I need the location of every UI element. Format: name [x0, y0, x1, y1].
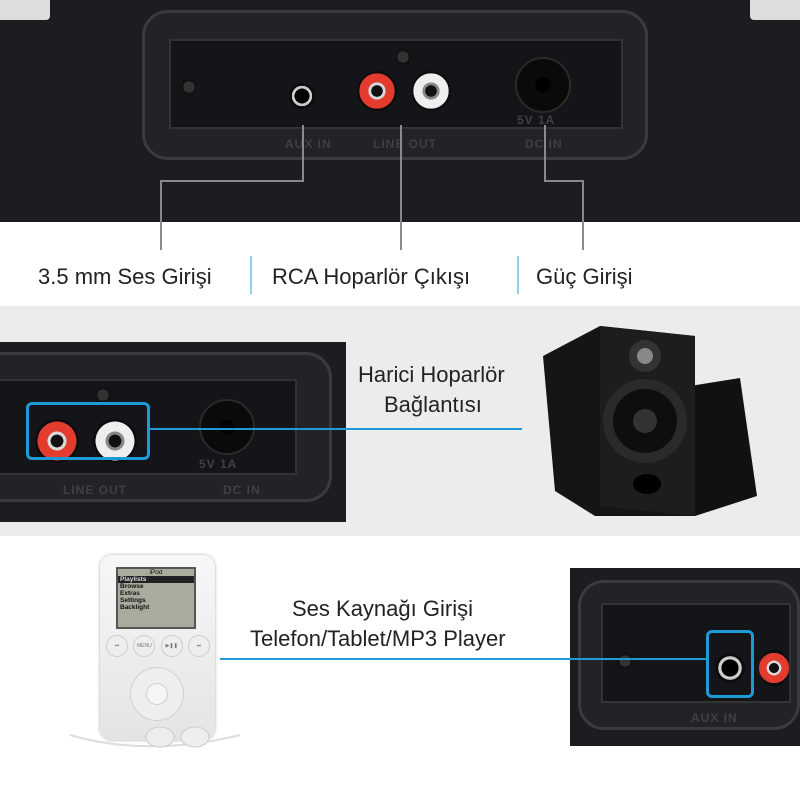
line-out-emboss: LINE OUT — [373, 137, 437, 151]
dc-jack — [199, 399, 255, 455]
port-plate: 5V 1A — [169, 39, 623, 129]
earbud — [145, 726, 175, 748]
speaker-caption-line1: Harici Hoparlör — [358, 362, 505, 387]
ipod-screen-title: iPod — [149, 569, 163, 576]
earphones-image — [69, 726, 241, 748]
rear-speaker — [690, 378, 757, 516]
aux-jack — [715, 653, 745, 683]
ipod-next-button: ⏭ — [187, 635, 210, 657]
ipod-screen: iPod Playlists Browse Extras Settings Ba… — [116, 567, 196, 629]
aux-highlight — [706, 630, 754, 698]
power-rating-text: 5V 1A — [517, 113, 556, 127]
rca-red-jack — [357, 71, 397, 111]
aux-jack — [289, 83, 315, 109]
port-bezel: 5V 1A AUX IN LINE OUT DC IN — [142, 10, 648, 160]
bass-port — [633, 474, 661, 494]
aux-leader-line — [302, 125, 304, 182]
aux-label: 3.5 mm Ses Girişi — [38, 264, 212, 289]
ipod-menu-item: Browse — [120, 583, 144, 590]
ipod-button-row: ⏮ MENU ▶❚❚ ⏭ — [106, 635, 210, 657]
rca-leader-line — [400, 125, 402, 250]
rca-red-jack — [759, 649, 789, 687]
port-bezel: AUX IN — [578, 580, 800, 730]
tweeter-dome — [637, 348, 653, 364]
earphone-cable — [69, 734, 241, 748]
ipod-menu-button: MENU — [133, 635, 156, 657]
rca-highlight — [26, 402, 150, 460]
ipod-center-button — [146, 683, 168, 705]
power-rating-text: 5V 1A — [199, 457, 238, 471]
aux-in-emboss: AUX IN — [691, 711, 738, 725]
power-leader-line — [582, 180, 584, 250]
speaker-section: 5V 1A LINE OUT DC IN Harici Hoparlör Bağ… — [0, 306, 800, 536]
woofer-cap — [633, 409, 657, 433]
port-plate — [601, 603, 791, 703]
rca-white-jack — [411, 71, 451, 111]
ipod-menu-item: Backlight — [120, 604, 150, 611]
source-caption-line1: Ses Kaynağı Girişi — [292, 596, 473, 621]
corner-foot-right — [750, 0, 800, 20]
line-out-emboss: LINE OUT — [63, 483, 127, 497]
speaker-caption-line2: Bağlantısı — [384, 392, 482, 417]
ipod-previous-button: ⏮ — [106, 635, 128, 657]
screw-icon — [395, 49, 411, 65]
aux-leader-line — [160, 180, 162, 250]
ipod-play-pause-button: ▶❚❚ — [160, 635, 183, 657]
ipod-menu-item: Extras — [120, 590, 140, 597]
earbud — [180, 726, 210, 748]
label-divider — [250, 256, 252, 294]
source-caption-line2: Telefon/Tablet/MP3 Player — [250, 626, 506, 651]
dc-in-emboss: DC IN — [223, 483, 261, 497]
aux-device-panel: AUX IN — [570, 568, 800, 746]
screw-icon — [617, 653, 633, 669]
rca-white-jack — [93, 419, 137, 463]
rca-label: RCA Hoparlör Çıkışı — [272, 264, 471, 289]
speaker-connector-line — [150, 428, 522, 430]
dc-jack — [515, 57, 571, 113]
screw-icon — [181, 79, 197, 95]
rca-red-jack — [35, 419, 79, 463]
ipod-menu-item: Settings — [120, 597, 146, 604]
ipod-menu-item: Playlists — [118, 576, 194, 583]
aux-in-emboss: AUX IN — [285, 137, 332, 151]
power-leader-line — [544, 180, 584, 182]
label-divider — [517, 256, 519, 294]
aux-leader-line — [160, 180, 304, 182]
corner-foot-left — [0, 0, 50, 20]
screw-icon — [95, 387, 111, 403]
power-label: Güç Girişi — [536, 264, 633, 289]
ipod-image: iPod Playlists Browse Extras Settings Ba… — [100, 555, 215, 740]
top-device-panel: 5V 1A AUX IN LINE OUT DC IN — [0, 0, 800, 222]
dc-in-emboss: DC IN — [525, 137, 563, 151]
source-connector-line — [220, 658, 706, 660]
power-leader-line — [544, 125, 546, 182]
speakers-image — [543, 326, 757, 516]
